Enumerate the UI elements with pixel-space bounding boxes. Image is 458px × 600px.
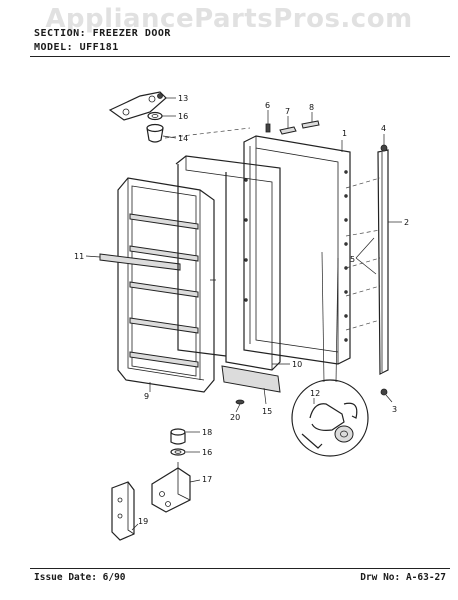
callout-13: 13 [178,94,188,103]
part-top-bushing [146,123,177,143]
callout-1: 1 [342,129,347,138]
part-bottom-hinge-bracket [151,462,201,513]
part-bottom-washer [170,448,200,456]
callout-14: 14 [178,134,188,143]
callout-11: 11 [74,252,84,261]
callout-12: 12 [310,389,320,398]
model-number: MODEL: UFF181 [34,42,119,53]
callout-16-bottom: 16 [202,448,212,457]
part-top-hinge-bracket [108,91,176,121]
part-handle-top-screw [380,134,388,152]
part-hinge-plate [111,481,139,541]
callout-16-top: 16 [178,112,188,121]
part-bottom-screw [235,399,245,413]
part-door-latch-detail [291,251,369,457]
part-door-handle [377,149,402,375]
callout-17: 17 [202,475,212,484]
part-handle-screws [345,177,381,331]
part-outer-door-panel [243,135,351,365]
callout-7: 7 [285,107,290,116]
callout-4: 4 [381,124,386,133]
part-inner-door-liner [117,177,216,393]
part-bottom-bushing [170,428,200,445]
callout-labels: 1 2 3 4 5 6 7 8 9 10 11 12 13 14 15 16 1… [74,94,409,526]
callout-18: 18 [202,428,212,437]
drawing-number: Drw No: A-63-27 [360,572,446,583]
callout-6: 6 [265,101,270,110]
callout-19: 19 [138,517,148,526]
part-handle-bottom-screw [380,388,393,403]
part-top-trim-7 [279,116,297,135]
section-title: SECTION: FREEZER DOOR [34,28,171,39]
callout-15: 15 [262,407,272,416]
part-bottom-trim [221,365,281,405]
callout-3: 3 [392,405,397,414]
door-panel-screws [244,170,348,342]
part-top-washer [147,111,176,121]
header-rule [30,56,450,57]
callout-5: 5 [350,255,355,264]
part-door-gasket [175,155,290,371]
callout-9: 9 [144,392,149,401]
footer-rule [30,568,450,569]
part-top-plug-6 [265,110,271,133]
callout-20: 20 [230,413,240,422]
callout-8: 8 [309,103,314,112]
issue-date: Issue Date: 6/90 [34,572,126,583]
part-top-trim-8 [301,112,320,129]
callout-2: 2 [404,218,409,227]
part-door-shelf-bar [85,253,181,271]
callout-10: 10 [292,360,302,369]
